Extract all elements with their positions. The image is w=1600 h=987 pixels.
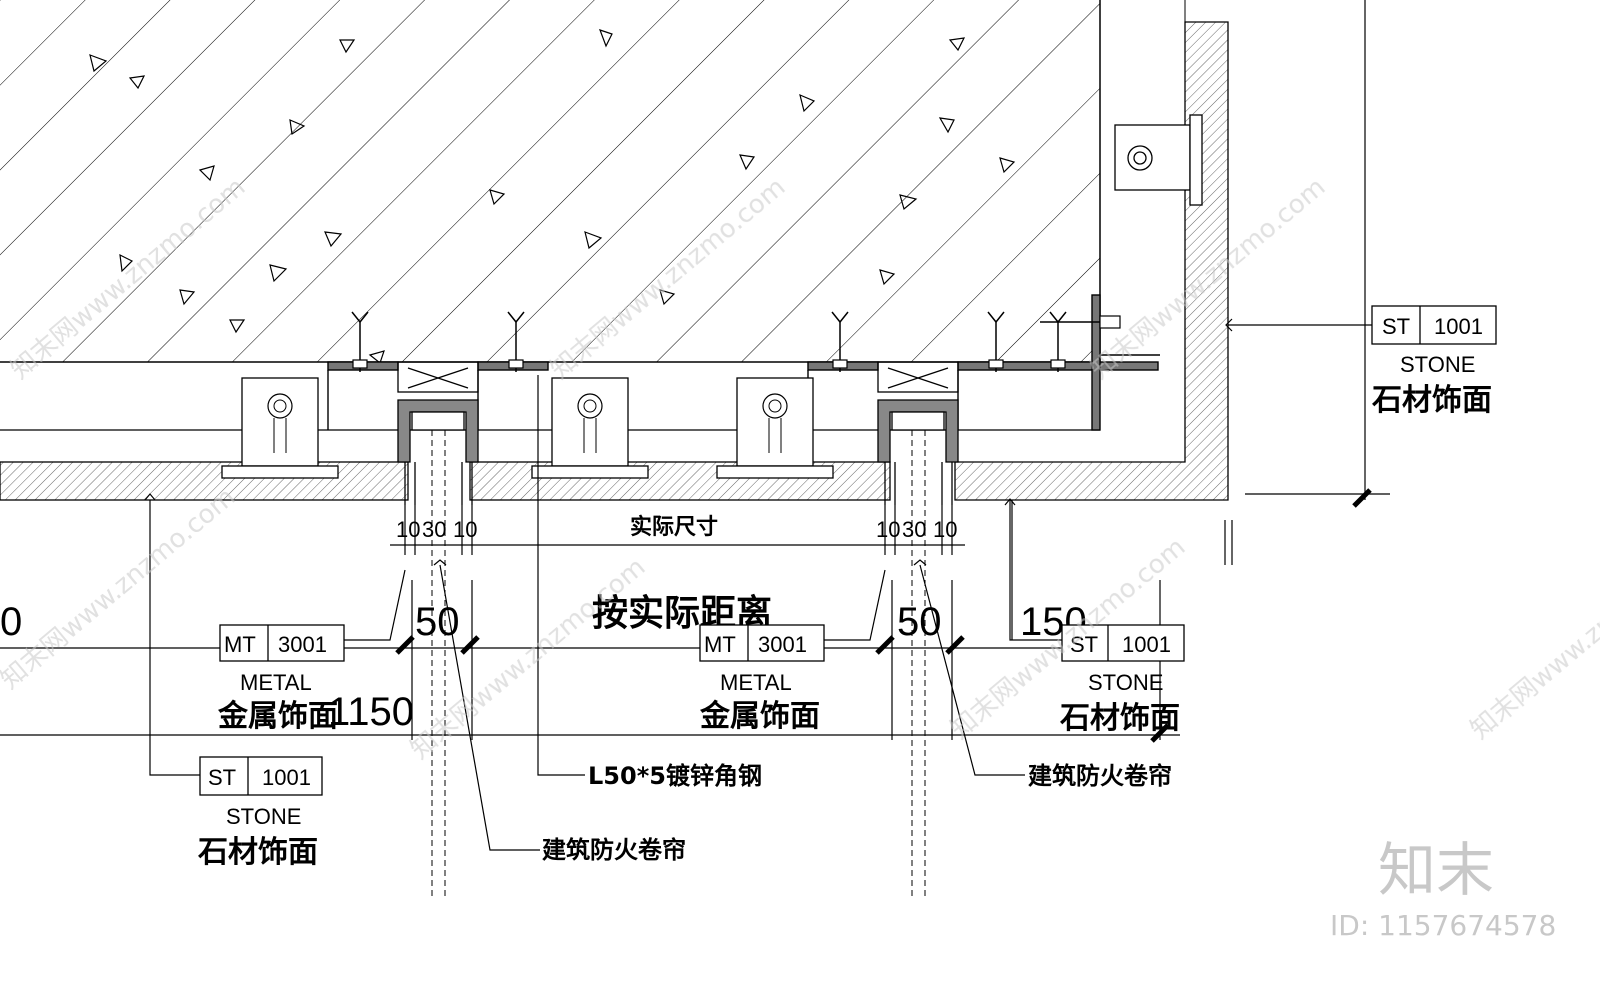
tag-english: STONE (1088, 670, 1163, 695)
dim-gap-right-1: 10 (876, 517, 900, 542)
dim-0: 0 (0, 600, 22, 644)
dim-gap-left-3: 10 (453, 517, 477, 542)
tag-english: METAL (720, 670, 792, 695)
watermark-tile: 知末网www.znzmo.com (1465, 532, 1600, 745)
tag-english: STONE (226, 804, 301, 829)
tag-number: 3001 (278, 632, 327, 657)
material-tag-metal-left: MT 3001 METAL 金属饰面 (217, 624, 345, 734)
leader-lines (144, 318, 1372, 851)
watermark-tile: 知末网www.znzmo.com (0, 482, 241, 695)
annotation-notes: L50*5镀锌角钢 建筑防火卷帘 建筑防火卷帘 (542, 762, 1172, 864)
tag-code: ST (208, 765, 236, 790)
wall-bracket (1114, 114, 1203, 206)
tag-chinese: 石材饰面 (197, 835, 318, 870)
dim-gap-right-3: 10 (933, 517, 957, 542)
concrete-slab (0, 0, 1101, 365)
brand-watermark: 知末 ID: 1157674578 (1330, 836, 1556, 942)
dim-50-left: 50 (415, 600, 460, 644)
watermark-tile: 知末网www.znzmo.com (405, 552, 651, 765)
stone-ceiling-finish (0, 0, 1229, 501)
tag-number: 1001 (1122, 632, 1171, 657)
tag-code: ST (1382, 314, 1410, 339)
dim-actual-size: 实际尺寸 (630, 514, 718, 540)
note-fire-shutter-1: 建筑防火卷帘 (542, 836, 686, 864)
material-tag-metal-right: MT 3001 METAL 金属饰面 (699, 624, 825, 734)
tag-code: ST (1070, 632, 1098, 657)
tag-chinese: 石材饰面 (1059, 701, 1180, 736)
tag-chinese: 金属饰面 (699, 699, 820, 734)
fire-shutter-box-right (877, 361, 959, 900)
note-angle-steel: L50*5镀锌角钢 (588, 762, 762, 790)
tag-chinese: 石材饰面 (1371, 383, 1492, 418)
fire-shutter-box-left (397, 361, 479, 900)
note-fire-shutter-2: 建筑防火卷帘 (1028, 762, 1172, 790)
watermark-id: ID: 1157674578 (1330, 909, 1556, 942)
material-tag-stone-left: ST 1001 STONE 石材饰面 (197, 756, 323, 870)
dim-gap-left-2: 30 (422, 517, 446, 542)
material-tag-stone-right: ST 1001 STONE 石材饰面 (1059, 624, 1185, 736)
tag-number: 3001 (758, 632, 807, 657)
tag-chinese: 金属饰面 (217, 699, 338, 734)
dim-1150: 1150 (328, 690, 414, 734)
tag-number: 1001 (1434, 314, 1483, 339)
anchor-bolts (351, 311, 1121, 373)
watermark-brand: 知末 (1378, 836, 1494, 904)
material-tag-stone-top-right: ST 1001 STONE 石材饰面 (1371, 305, 1497, 418)
tag-english: METAL (240, 670, 312, 695)
dim-gap-right-2: 30 (902, 517, 926, 542)
dimension-lines (0, 0, 1390, 740)
tag-code: MT (224, 632, 256, 657)
dim-50-right: 50 (897, 600, 942, 644)
tag-number: 1001 (262, 765, 311, 790)
tag-english: STONE (1400, 352, 1475, 377)
tag-code: MT (704, 632, 736, 657)
dim-gap-left-1: 10 (396, 517, 420, 542)
